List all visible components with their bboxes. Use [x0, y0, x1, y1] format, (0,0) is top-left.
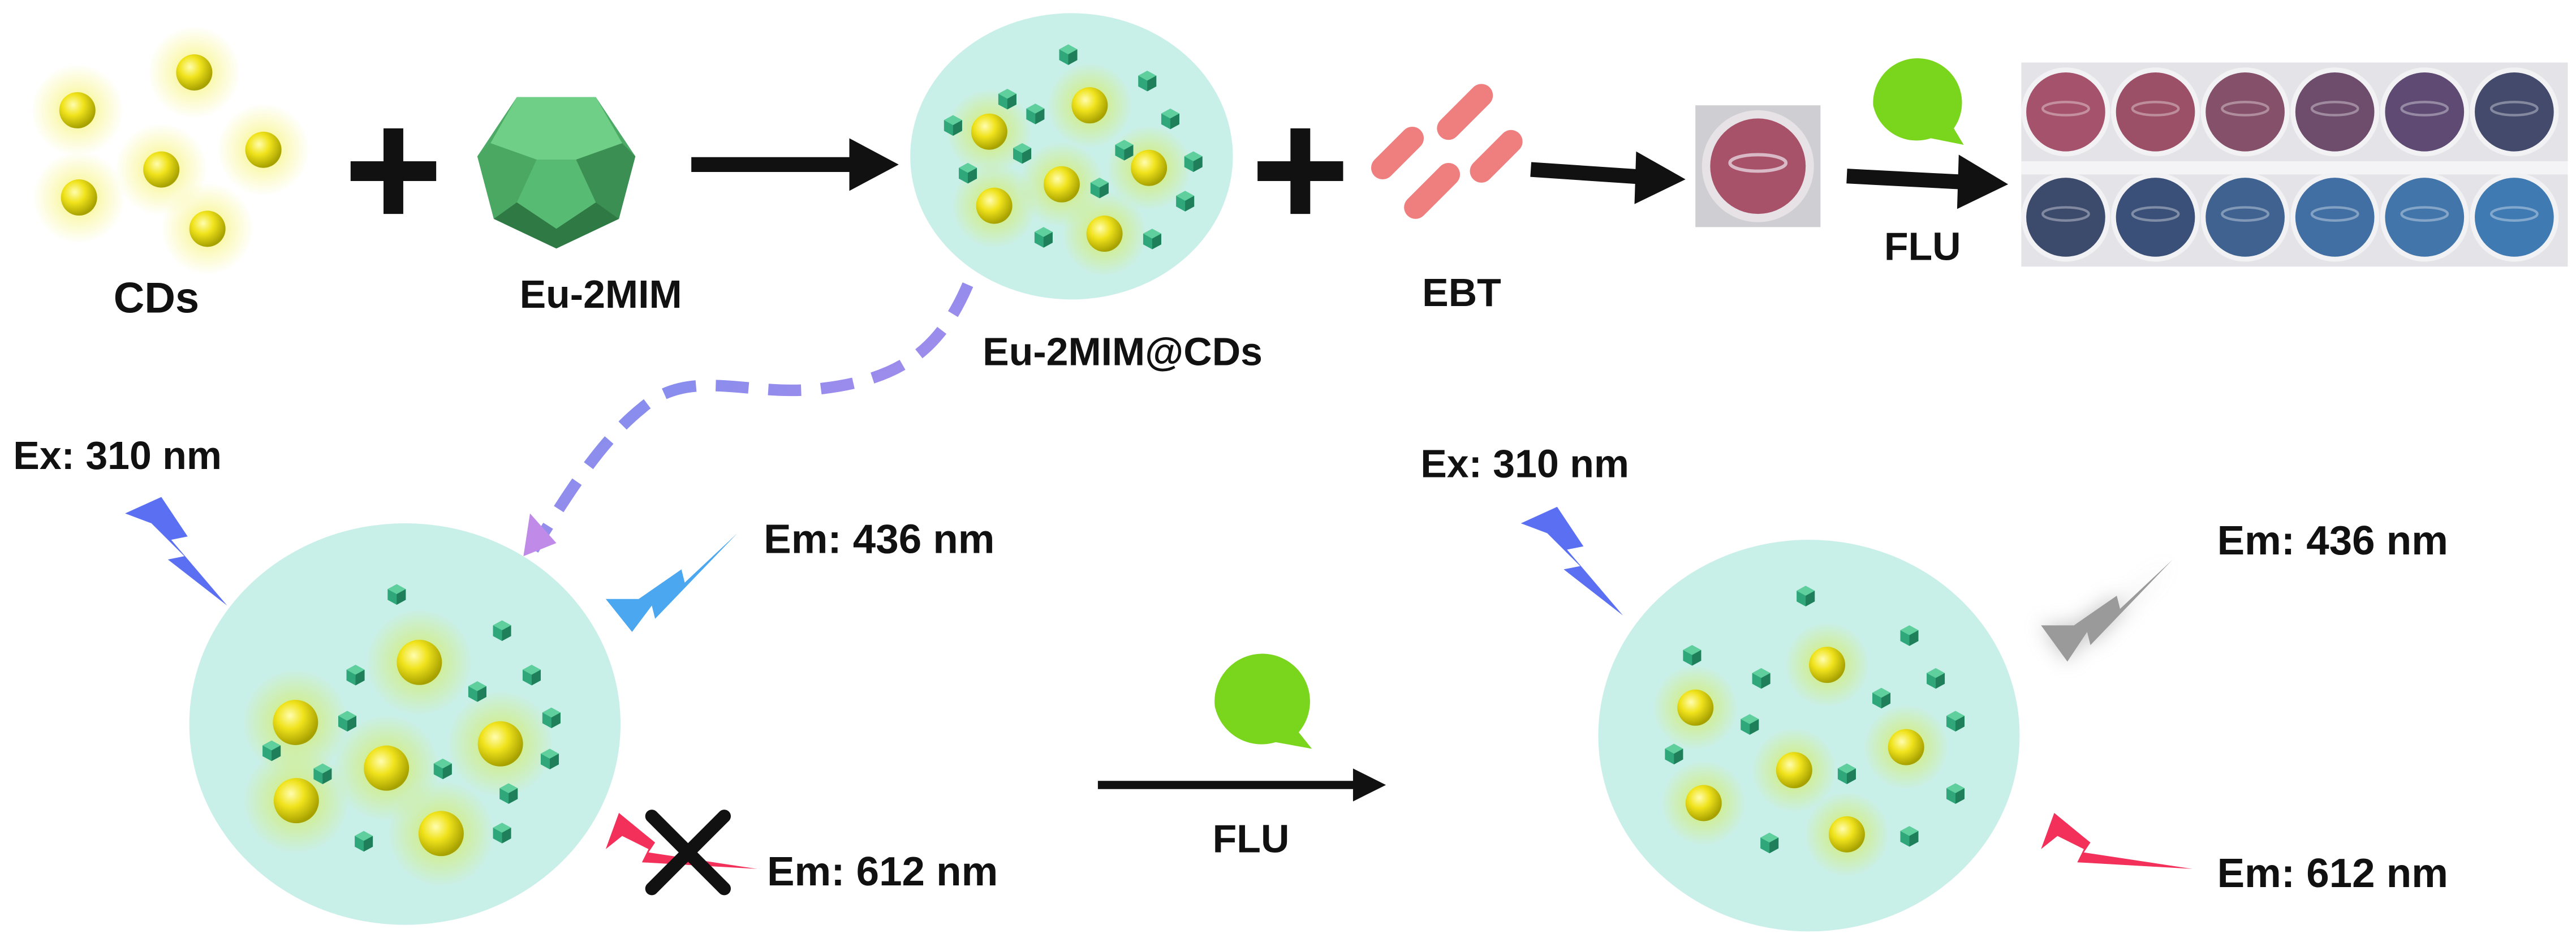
- plus-icon: [350, 128, 437, 214]
- plate-well: [2110, 173, 2200, 262]
- plate-well: [2290, 173, 2380, 262]
- cross-icon: [645, 810, 731, 896]
- arrow-head: [1352, 768, 1386, 802]
- eu2mim-label: Eu-2MIM: [520, 272, 682, 316]
- lightning-bolt-icon: [2041, 559, 2173, 662]
- plate-well: [2200, 67, 2290, 157]
- single-well-photo: [1695, 105, 1821, 227]
- carbon-dot: [31, 64, 124, 157]
- ex-right-label: Ex: 310 nm: [1420, 442, 1629, 486]
- composite-particle-left: [189, 523, 621, 925]
- plate-well: [2021, 173, 2110, 262]
- eu2mim-crystal-icon: [477, 97, 636, 249]
- plus-icon: [1257, 128, 1343, 214]
- plate-well: [2200, 173, 2290, 262]
- carbon-dot: [148, 26, 240, 119]
- arrow-head: [849, 138, 899, 191]
- lightning-bolt-icon: [1520, 506, 1623, 616]
- em612-left-label: Em: 612 nm: [767, 849, 998, 894]
- flu-label-top: FLU: [1884, 225, 1961, 269]
- ebt-molecule-icon: [1371, 84, 1523, 219]
- plate-well: [2380, 173, 2469, 262]
- flu-label-bottom: FLU: [1213, 817, 1290, 861]
- dashed-curve-arrow: [528, 282, 973, 553]
- plate-well: [2021, 67, 2110, 157]
- ebt-label: EBT: [1422, 270, 1501, 315]
- arrow-head: [1957, 154, 2009, 209]
- lightning-bolt-icon: [605, 533, 738, 632]
- lightning-bolt-icon: [125, 497, 227, 606]
- composite-particle-top: [910, 13, 1233, 300]
- drop-icon: [1873, 58, 1964, 145]
- drop-icon: [1214, 653, 1312, 749]
- em436-left-label: Em: 436 nm: [764, 516, 994, 562]
- cds-label: CDs: [114, 275, 199, 322]
- plate-well: [2290, 67, 2380, 157]
- well-plate-photo: [2021, 62, 2568, 267]
- arrow-head: [523, 513, 557, 557]
- arrow-head: [1634, 151, 1686, 204]
- plate-well: [2380, 67, 2469, 157]
- em436-right-label: Em: 436 nm: [2217, 518, 2448, 563]
- composite-label: Eu-2MIM@CDs: [983, 330, 1263, 374]
- reaction-arrow: [1846, 169, 1976, 190]
- plate-well: [2470, 173, 2559, 262]
- carbon-dots-group: [31, 26, 310, 275]
- carbon-dot: [217, 104, 310, 196]
- carbon-dot: [33, 151, 126, 244]
- em612-right-label: Em: 612 nm: [2217, 850, 2448, 896]
- reaction-arrow: [1530, 162, 1655, 186]
- carbon-dot: [161, 182, 254, 275]
- ex-left-label: Ex: 310 nm: [13, 433, 222, 477]
- plate-well: [2470, 67, 2559, 157]
- plate-well: [2110, 67, 2200, 157]
- lightning-bolt-icon: [2041, 812, 2192, 869]
- composite-particle-right: [1598, 540, 2020, 932]
